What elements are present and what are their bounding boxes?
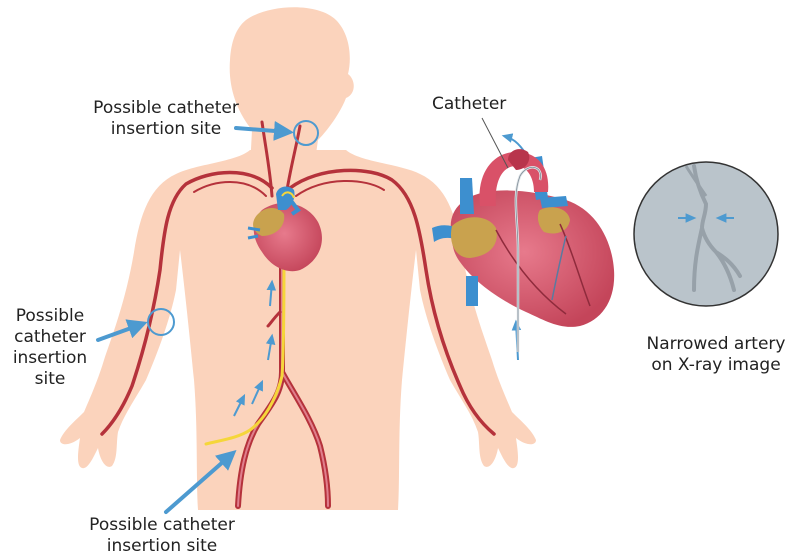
xray-image <box>634 162 778 306</box>
catheter-label: Catheter <box>432 94 506 115</box>
arm-insertion-site-label: Possible catheter insertion site <box>4 306 96 390</box>
groin-insertion-site-label: Possible catheter insertion site <box>64 515 260 557</box>
xray-caption: Narrowed artery on X-ray image <box>628 334 804 376</box>
neck-insertion-site-label: Possible catheter insertion site <box>68 98 264 140</box>
